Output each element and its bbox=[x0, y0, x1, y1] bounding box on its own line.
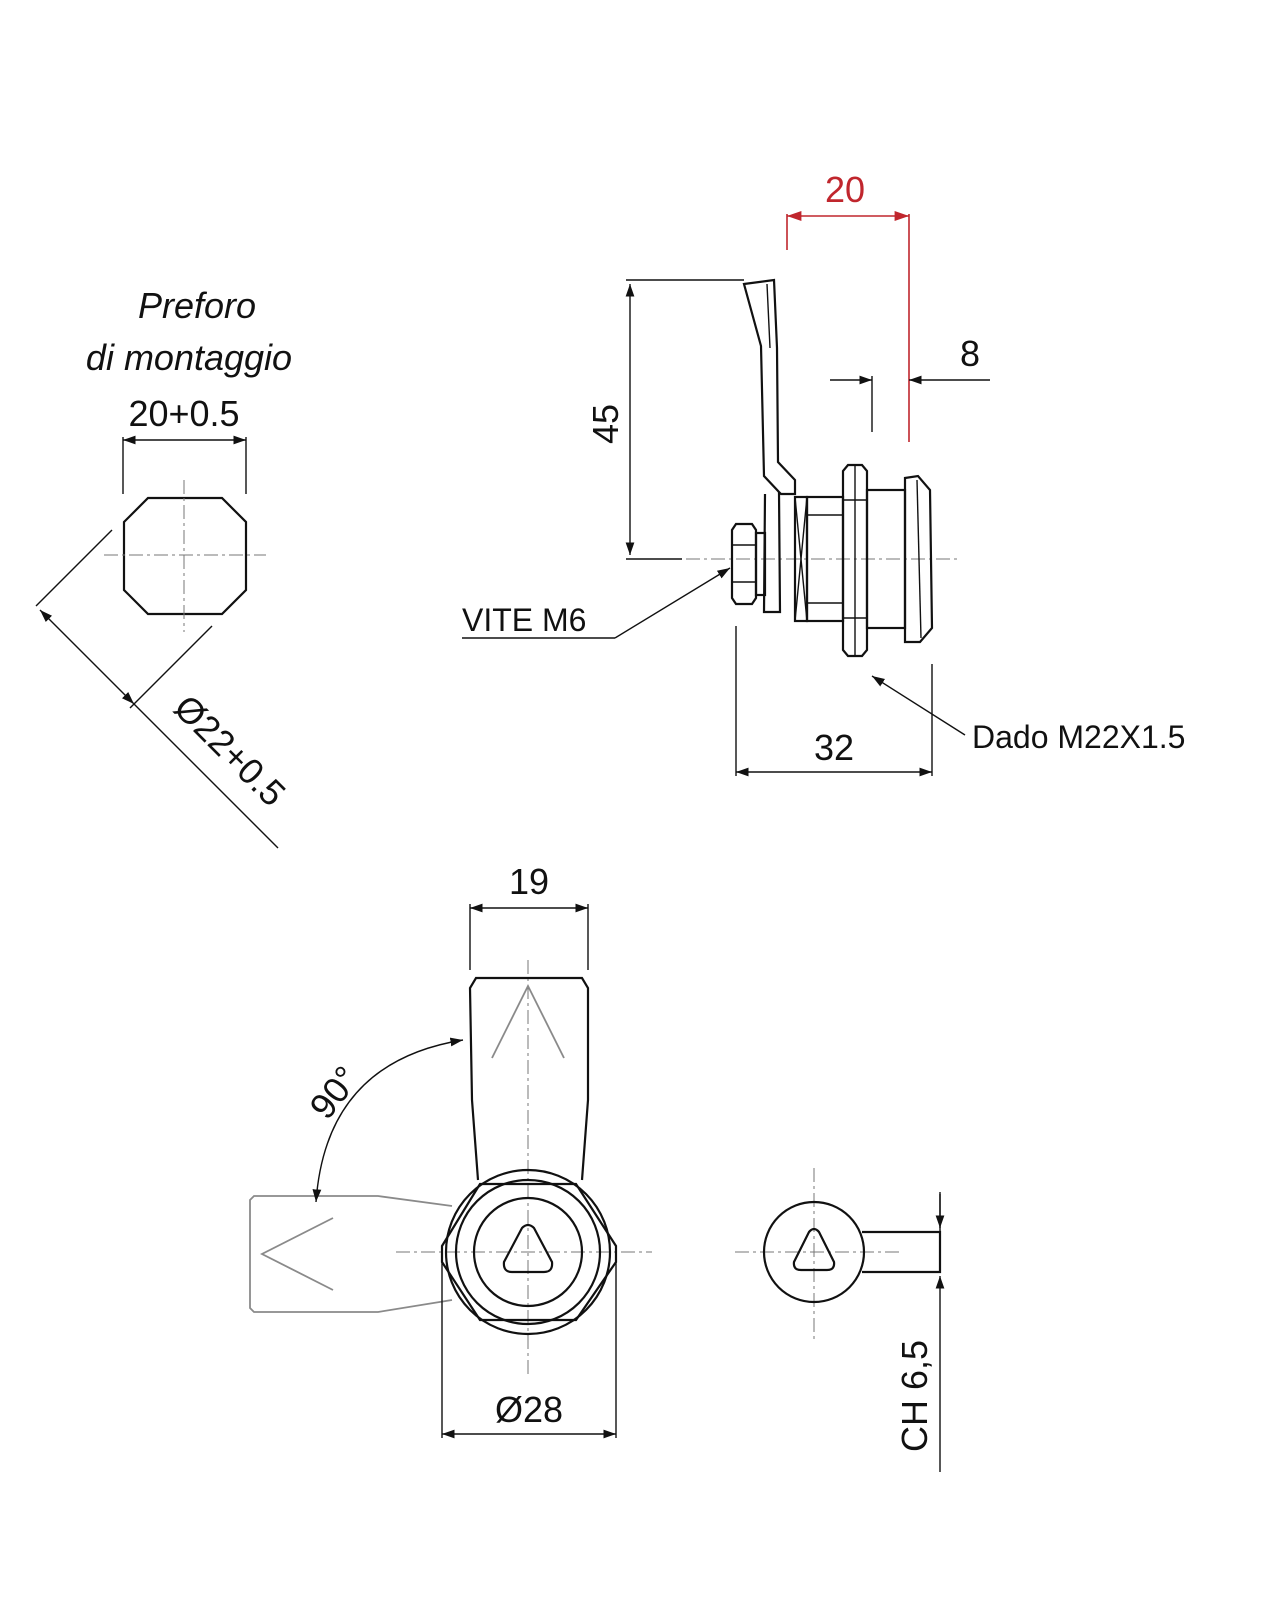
front-mid-ring bbox=[454, 1178, 602, 1326]
ghost-arrow-mark bbox=[260, 1217, 334, 1291]
dim-8: 8 bbox=[960, 333, 980, 374]
screw-leader-arrow bbox=[614, 567, 731, 639]
front-outer-ring bbox=[444, 1168, 612, 1336]
dim-ch-6-5: CH 6,5 bbox=[894, 1340, 935, 1452]
dim-32: 32 bbox=[814, 727, 854, 768]
dim-19: 19 bbox=[509, 861, 549, 902]
triangle-key-socket bbox=[502, 1223, 554, 1274]
dim-45: 45 bbox=[585, 404, 626, 444]
label-vite-m6: VITE M6 bbox=[462, 602, 586, 638]
hole-diag-ext-1 bbox=[35, 529, 113, 607]
label-dado: Dado M22X1.5 bbox=[972, 719, 1185, 755]
lever-arm bbox=[742, 278, 797, 496]
nut-leader-arrow bbox=[871, 675, 966, 736]
angle-90: 90° bbox=[301, 1058, 367, 1126]
knurl-x2 bbox=[794, 496, 808, 622]
dim-top-20: 20 bbox=[825, 169, 865, 210]
hole-diameter-leader bbox=[133, 703, 279, 849]
lever-front bbox=[468, 976, 590, 1181]
hole-width-dim: 20+0.5 bbox=[128, 393, 239, 434]
mounting-hole-view: Preforo di montaggio 20+0.5 Ø22+0.5 bbox=[35, 285, 294, 849]
screw-washer bbox=[754, 531, 767, 597]
hole-diameter-dim: Ø22+0.5 bbox=[166, 687, 293, 814]
hole-diag-ext-2 bbox=[129, 625, 213, 709]
bezel-line bbox=[916, 479, 922, 639]
mounting-hole-outline bbox=[122, 496, 248, 616]
key-circle bbox=[762, 1200, 866, 1304]
key-shaft bbox=[862, 1230, 942, 1274]
hole-diameter-dim-line bbox=[39, 609, 135, 705]
front-bezel bbox=[903, 474, 934, 644]
nut-m22 bbox=[841, 463, 869, 658]
lever-hub bbox=[762, 491, 782, 614]
screw-head bbox=[730, 522, 758, 606]
mounting-hole-title-line1: Preforo bbox=[138, 285, 256, 326]
front-view: 90° 19 Ø28 bbox=[249, 861, 652, 1439]
lever-edge-line bbox=[766, 283, 771, 349]
mounting-hole-title-line2: di montaggio bbox=[86, 337, 292, 378]
side-view: 20 8 45 32 VITE M6 Dado M22X1.5 bbox=[462, 169, 1185, 777]
lever-rotated-ghost bbox=[249, 1195, 453, 1313]
dim-diameter-28: Ø28 bbox=[495, 1389, 563, 1430]
front-inner-ring bbox=[472, 1196, 584, 1308]
key-view: CH 6,5 bbox=[735, 1168, 945, 1472]
angle-arc bbox=[312, 1037, 464, 1203]
key-triangle bbox=[792, 1227, 836, 1272]
lever-arrow-mark bbox=[491, 983, 565, 1059]
